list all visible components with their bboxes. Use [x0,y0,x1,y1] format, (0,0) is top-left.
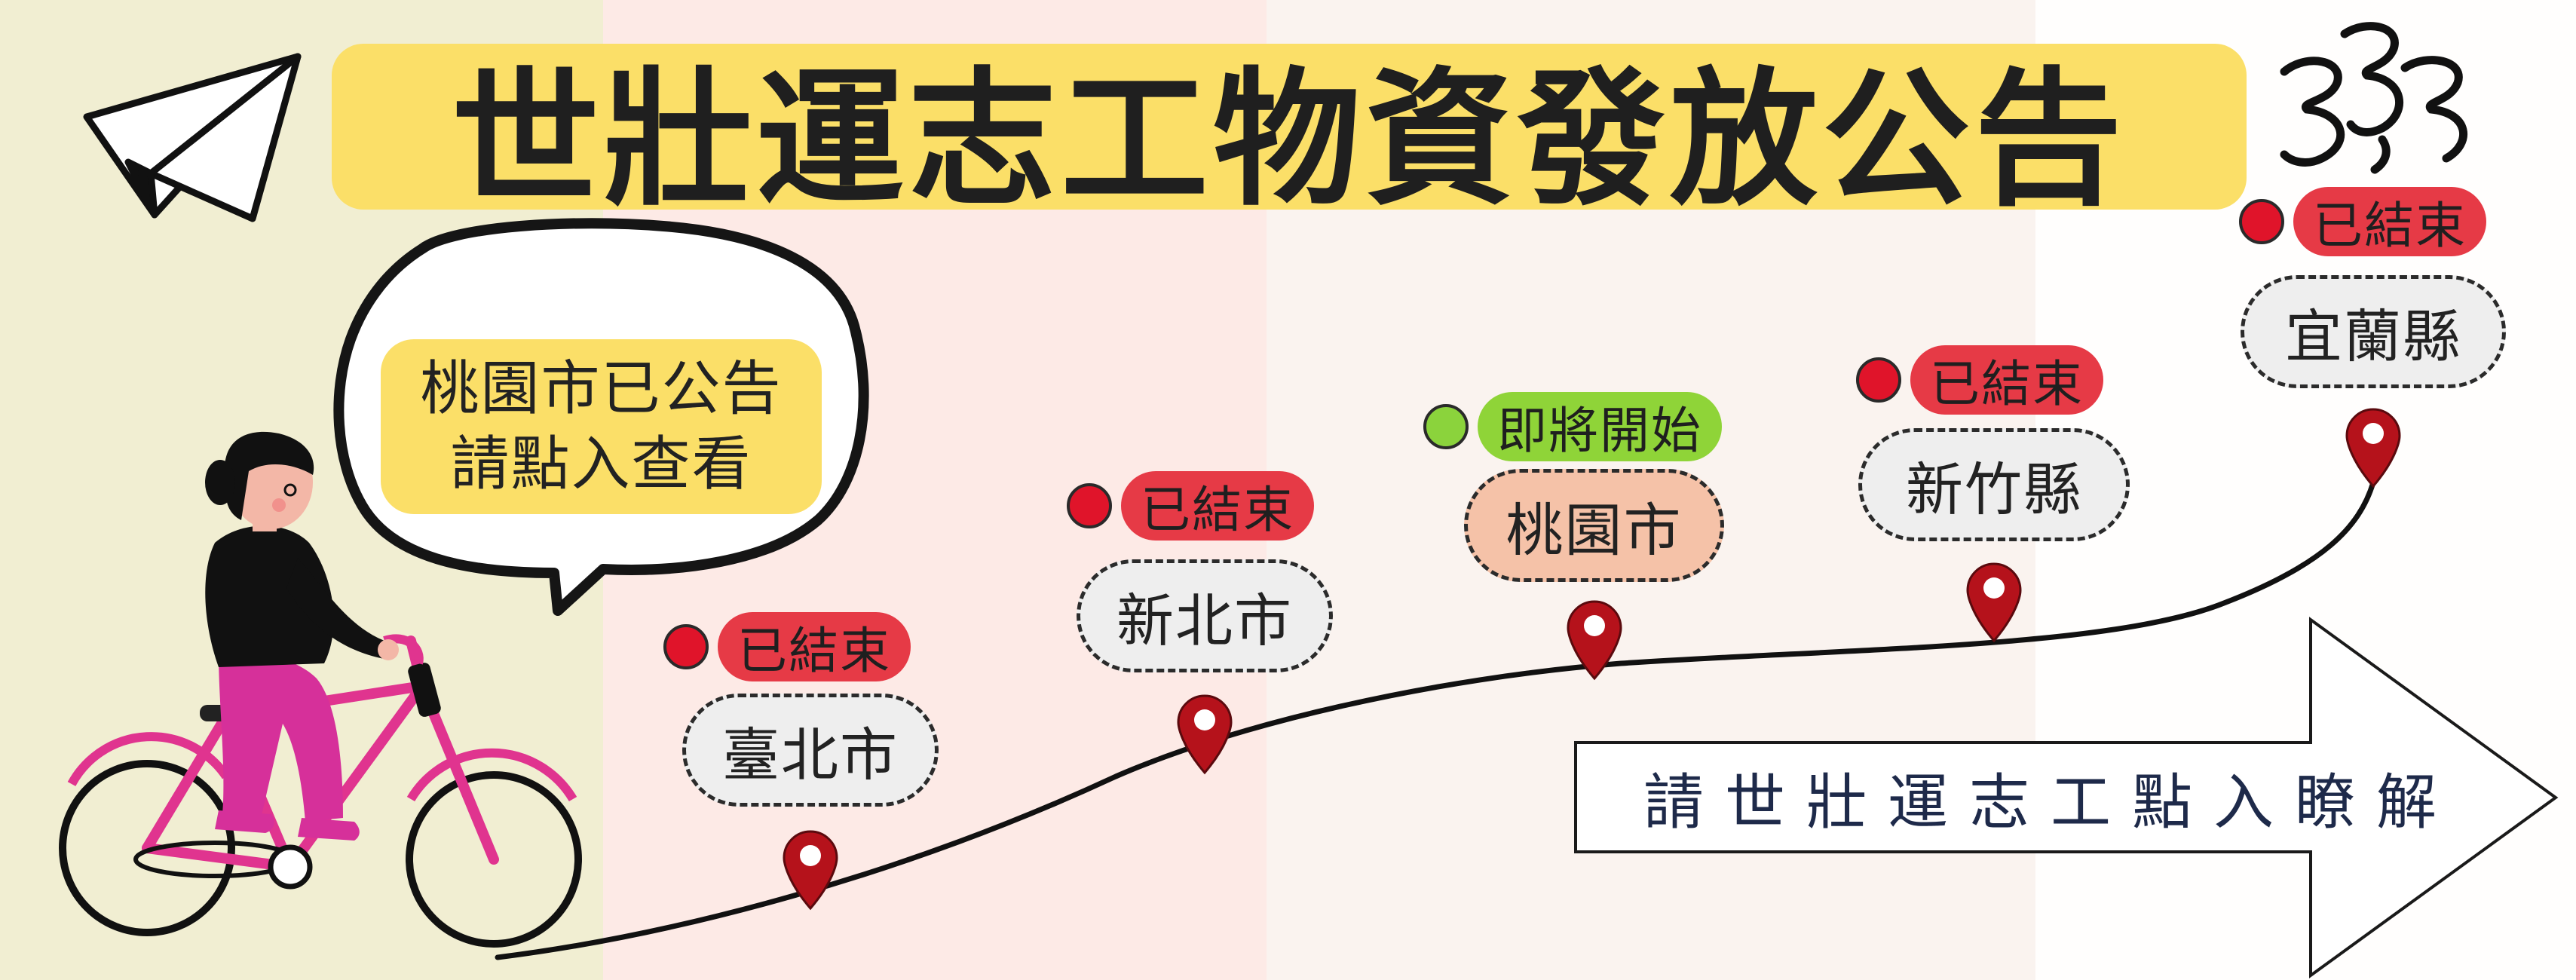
city-taoyuan[interactable]: 桃園市 [1464,469,1724,582]
scribble-icon [2280,22,2468,174]
route-line [495,479,2376,960]
status-new-taipei: 已結束 [1067,471,1314,541]
city-yilan[interactable]: 宜蘭縣 [2241,275,2506,388]
status-badge: 已結束 [1910,345,2103,415]
status-dot-icon [1423,404,1469,449]
status-yilan: 已結束 [2239,187,2486,256]
status-taipei: 已結束 [663,612,911,681]
status-taoyuan: 即將開始 [1423,392,1722,461]
map-pin-icon [1567,600,1622,681]
arrow-cta-label[interactable]: 請世壯運志工點入瞭解 [1643,767,2458,838]
status-dot-icon [2239,199,2284,244]
map-pin-icon [1966,562,2022,643]
status-badge: 已結束 [1121,471,1314,541]
status-badge: 已結束 [2293,187,2486,256]
status-badge: 即將開始 [1478,392,1722,461]
bicycle-rider-illustration [59,431,582,948]
paper-plane-icon [83,53,302,222]
map-pin-icon [783,830,838,911]
arrow-shape [1574,617,2559,978]
map-pin-icon [1177,694,1233,775]
announcement-line-2: 請點入查看 [450,430,752,498]
status-dot-icon [1856,357,1901,403]
announcement-line-1: 桃園市已公告 [420,355,783,423]
status-badge: 已結束 [718,612,911,681]
city-taipei[interactable]: 臺北市 [682,694,939,807]
status-dot-icon [663,624,709,669]
page-title: 世壯運志工物資發放公告 [451,54,2127,226]
title-banner: 世壯運志工物資發放公告 [332,44,2247,226]
city-new-taipei[interactable]: 新北市 [1077,559,1333,672]
announcement-link[interactable]: 桃園市已公告 請點入查看 [381,339,822,514]
map-pin-icon [2345,408,2401,488]
status-dot-icon [1067,483,1112,528]
city-hsinchu[interactable]: 新竹縣 [1858,428,2130,541]
status-hsinchu: 已結束 [1856,345,2103,415]
